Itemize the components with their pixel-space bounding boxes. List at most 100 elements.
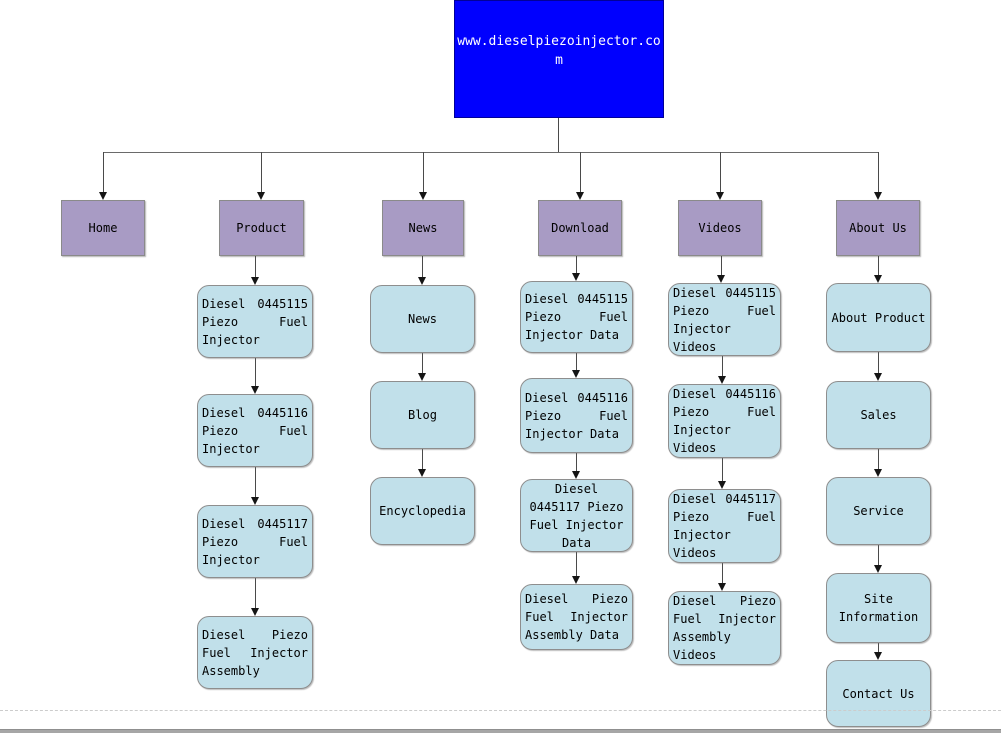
connector <box>576 256 577 273</box>
arrow-down-icon <box>251 277 259 285</box>
node-label: About Product <box>831 310 926 325</box>
arrow-down-icon <box>572 370 580 378</box>
arrow-down-icon <box>418 373 426 381</box>
connector <box>576 552 577 576</box>
node-label: Diesel 0445115 Piezo Fuel Injector Video… <box>673 285 776 354</box>
arrow-down-icon <box>572 273 580 281</box>
child-node-site-information[interactable]: Site Information <box>826 573 931 643</box>
nav-node-news[interactable]: News <box>382 200 464 256</box>
child-node-videos-0445117[interactable]: Diesel 0445117 Piezo Fuel Injector Video… <box>668 489 781 563</box>
nav-node-videos[interactable]: Videos <box>678 200 762 256</box>
node-label: Diesel 0445115 Piezo Fuel Injector <box>202 296 308 347</box>
nav-node-product[interactable]: Product <box>219 200 304 256</box>
arrow-down-icon <box>874 192 882 200</box>
arrow-down-icon <box>572 471 580 479</box>
node-label: Service <box>853 504 904 518</box>
child-node-videos-assembly[interactable]: Diesel Piezo Fuel Injector Assembly Vide… <box>668 591 781 665</box>
child-node-sales[interactable]: Sales <box>826 381 931 449</box>
connector <box>721 256 722 275</box>
nav-node-home[interactable]: Home <box>61 200 145 256</box>
arrow-down-icon <box>257 192 265 200</box>
connector <box>720 152 721 192</box>
node-label: Diesel 0445117 Piezo Fuel Injector <box>202 516 308 567</box>
node-label: Site Information <box>838 592 919 624</box>
connector <box>255 256 256 277</box>
connector <box>580 152 581 192</box>
child-node-download-0445115-data[interactable]: Diesel 0445115 Piezo Fuel Injector Data <box>520 281 633 353</box>
arrow-down-icon <box>418 277 426 285</box>
connector <box>255 578 256 608</box>
node-label: Diesel 0445116 Piezo Fuel Injector <box>202 405 308 456</box>
arrow-down-icon <box>251 386 259 394</box>
child-node-product-assembly[interactable]: Diesel Piezo Fuel Injector Assembly <box>197 616 313 689</box>
connector <box>255 467 256 497</box>
node-label: Diesel 0445117 Piezo Fuel Injector Video… <box>673 492 776 560</box>
child-node-encyclopedia[interactable]: Encyclopedia <box>370 477 475 545</box>
child-node-news[interactable]: News <box>370 285 475 353</box>
child-node-product-0445116[interactable]: Diesel 0445116 Piezo Fuel Injector <box>197 394 313 467</box>
connector <box>422 256 423 277</box>
node-label: Diesel Piezo Fuel Injector Assembly Data <box>525 592 628 642</box>
arrow-down-icon <box>874 469 882 477</box>
connector <box>255 358 256 386</box>
connector <box>878 643 879 652</box>
connector <box>261 152 262 192</box>
connector <box>103 152 104 192</box>
child-node-download-0445117-data[interactable]: Diesel 0445117 Piezo Fuel Injector Data <box>520 479 633 552</box>
node-label: Diesel Piezo Fuel Injector Assembly Vide… <box>673 594 776 662</box>
child-node-about-product[interactable]: About Product <box>826 283 931 352</box>
connector <box>722 356 723 376</box>
arrow-down-icon <box>576 192 584 200</box>
connector <box>878 256 879 275</box>
connector <box>722 458 723 481</box>
connector <box>576 353 577 370</box>
connector <box>422 449 423 469</box>
child-node-blog[interactable]: Blog <box>370 381 475 449</box>
node-label: News <box>408 312 437 326</box>
node-label: Diesel Piezo Fuel Injector Assembly <box>202 627 308 678</box>
root-node-site-url[interactable]: www.dieselpiezoinjector.com <box>454 0 664 118</box>
child-node-videos-0445115[interactable]: Diesel 0445115 Piezo Fuel Injector Video… <box>668 283 781 356</box>
arrow-down-icon <box>716 192 724 200</box>
node-label: Sales <box>860 408 897 422</box>
arrow-down-icon <box>572 576 580 584</box>
connector <box>878 352 879 373</box>
child-node-product-0445117[interactable]: Diesel 0445117 Piezo Fuel Injector <box>197 505 313 578</box>
connector <box>423 152 424 192</box>
child-node-download-assembly-data[interactable]: Diesel Piezo Fuel Injector Assembly Data <box>520 584 633 650</box>
nav-node-download[interactable]: Download <box>538 200 622 256</box>
arrow-down-icon <box>99 192 107 200</box>
connector <box>576 453 577 471</box>
bottom-scrollbar-track[interactable] <box>0 729 1001 733</box>
arrow-down-icon <box>251 608 259 616</box>
child-node-contact-us[interactable]: Contact Us <box>826 660 931 727</box>
child-node-service[interactable]: Service <box>826 477 931 545</box>
connector <box>878 449 879 469</box>
arrow-down-icon <box>874 275 882 283</box>
connector <box>722 563 723 583</box>
connector <box>878 152 879 192</box>
connector <box>558 118 559 152</box>
node-label: Diesel 0445116 Piezo Fuel Injector Data <box>525 390 628 441</box>
arrow-down-icon <box>874 652 882 660</box>
node-label: Diesel 0445116 Piezo Fuel Injector Video… <box>673 387 776 455</box>
connector <box>103 152 878 153</box>
page-break-line <box>0 710 1001 711</box>
child-node-videos-0445116[interactable]: Diesel 0445116 Piezo Fuel Injector Video… <box>668 384 781 458</box>
arrow-down-icon <box>418 469 426 477</box>
child-node-download-0445116-data[interactable]: Diesel 0445116 Piezo Fuel Injector Data <box>520 378 633 453</box>
connector <box>422 353 423 373</box>
arrow-down-icon <box>251 497 259 505</box>
node-label: Blog <box>408 408 437 422</box>
arrow-down-icon <box>718 583 726 591</box>
node-label: Diesel 0445117 Piezo Fuel Injector Data <box>529 481 624 550</box>
connector <box>878 545 879 565</box>
arrow-down-icon <box>874 373 882 381</box>
arrow-down-icon <box>419 192 427 200</box>
node-label: Diesel 0445115 Piezo Fuel Injector Data <box>525 292 628 342</box>
node-label: Contact Us <box>842 686 915 701</box>
arrow-down-icon <box>874 565 882 573</box>
child-node-product-0445115[interactable]: Diesel 0445115 Piezo Fuel Injector <box>197 285 313 358</box>
nav-node-about-us[interactable]: About Us <box>836 200 920 256</box>
